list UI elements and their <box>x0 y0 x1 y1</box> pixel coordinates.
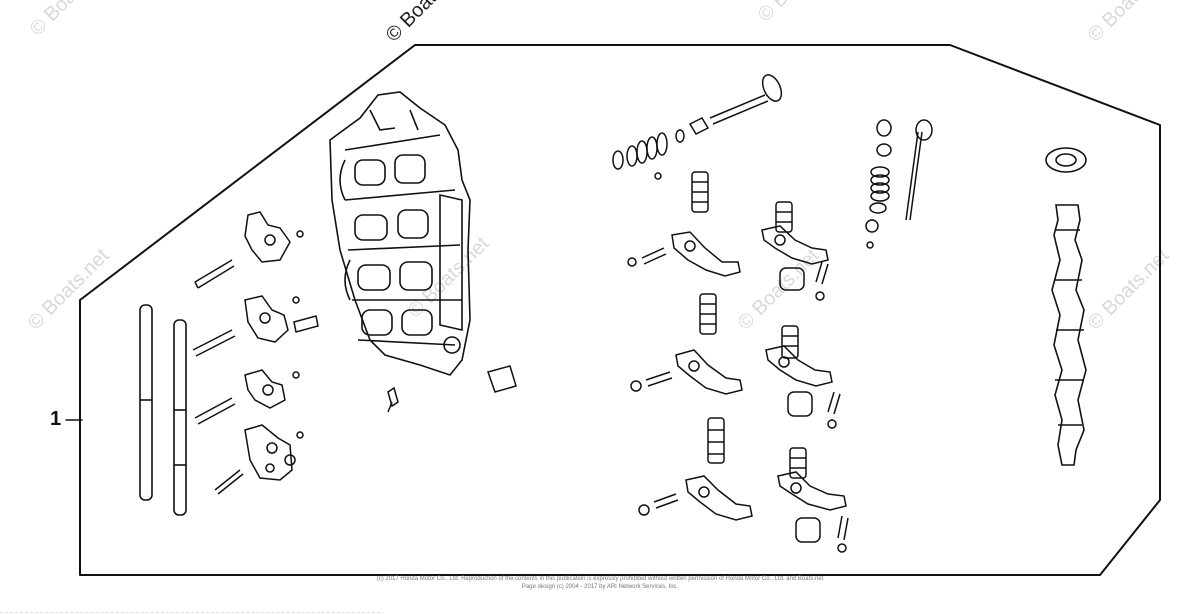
camshaft <box>1045 147 1087 466</box>
cylinder-head <box>329 91 471 376</box>
shafts <box>139 304 187 516</box>
callout-number: 1 <box>50 408 62 430</box>
studs <box>387 365 517 413</box>
copyright-line: (c) 2017 Honda Motor Co., Ltd. Reproduct… <box>376 576 824 582</box>
copyright-line: Page design (c) 2004 - 2017 by ARI Netwo… <box>521 584 679 590</box>
divider <box>0 612 380 613</box>
kit-boundary <box>79 44 1161 576</box>
valve-train <box>612 74 933 553</box>
rocker-brackets-left <box>192 211 319 495</box>
